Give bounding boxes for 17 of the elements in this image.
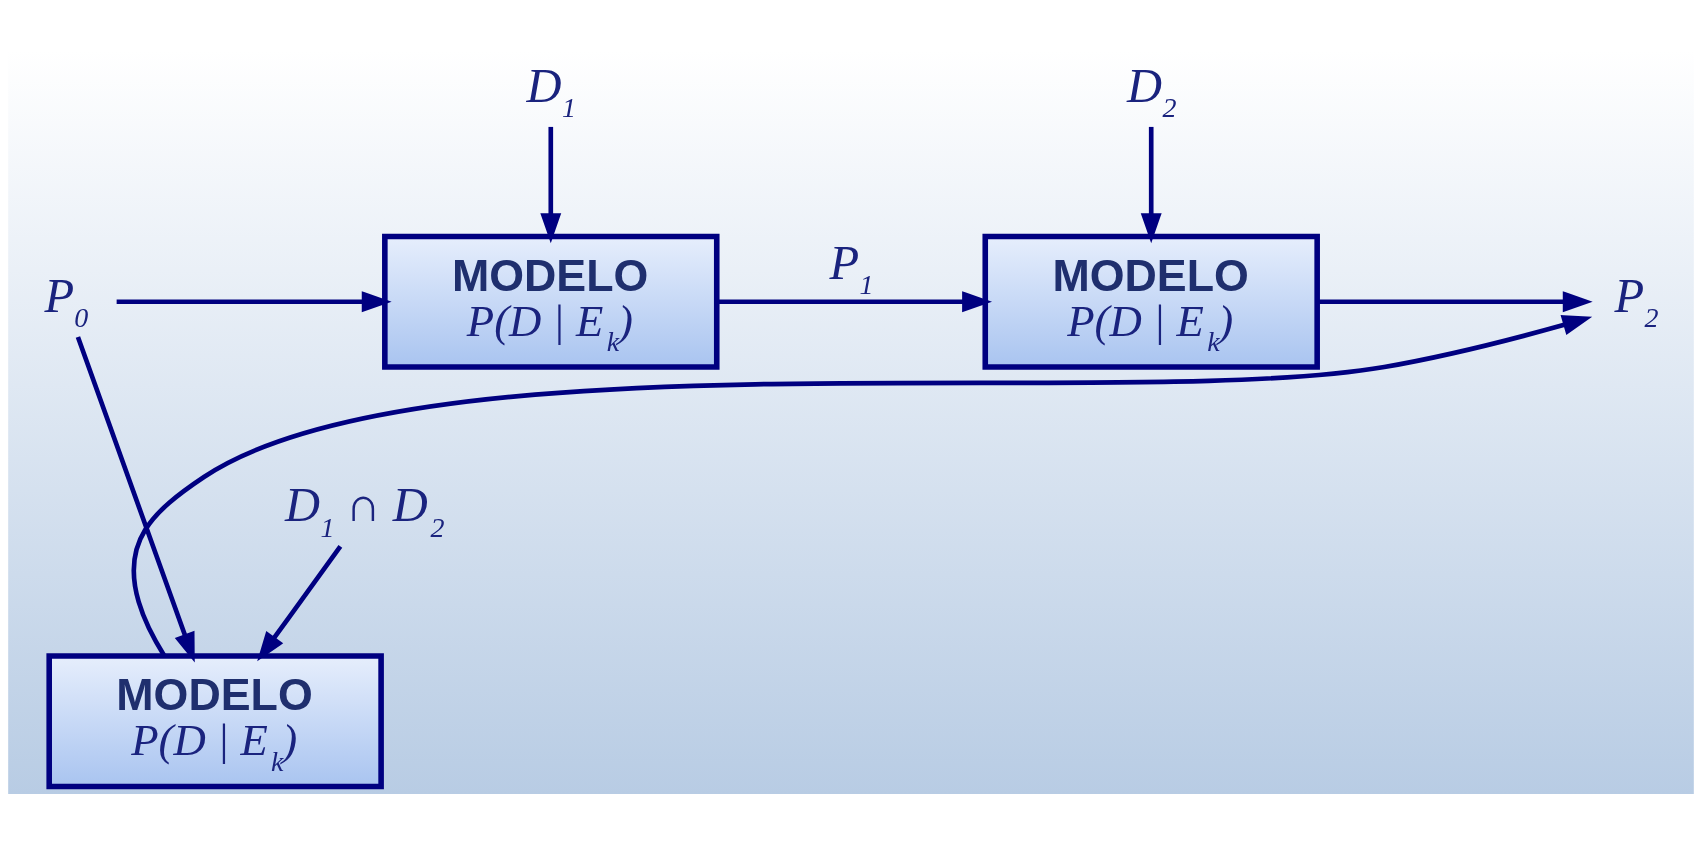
edge-label: P$_{1}$ xyxy=(829,235,874,300)
node-text: D$_{2}$ xyxy=(1126,58,1177,123)
node-text: D$_{1}$ ∩ D$_{2}$ xyxy=(285,477,445,543)
node-box: MODELO P(D | E$_{k}$) xyxy=(382,233,720,370)
node-text: D$_{1}$ xyxy=(526,58,576,123)
node-box: MODELO P(D | E$_{k}$) xyxy=(982,233,1320,370)
arrow xyxy=(75,335,195,662)
arrow xyxy=(540,126,562,243)
arrow xyxy=(1140,126,1162,243)
arrow xyxy=(717,290,992,312)
node-box: MODELO P(D | E$_{k}$) xyxy=(46,652,384,789)
arrow xyxy=(1317,290,1593,312)
node-text: P$_{2}$ xyxy=(1614,268,1659,333)
node-text: P$_{0}$ xyxy=(44,268,89,333)
arrow xyxy=(131,314,1593,657)
arrow xyxy=(116,290,392,312)
arrow xyxy=(257,544,343,661)
